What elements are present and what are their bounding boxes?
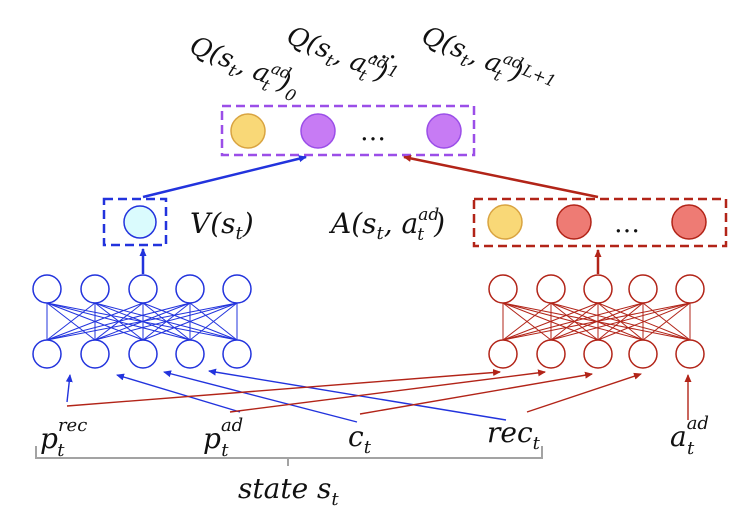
value-to-q-arrow xyxy=(142,155,307,199)
arrow-pad-to-red-net xyxy=(229,369,546,413)
advantage-label-close: ) xyxy=(433,207,445,240)
advantage-label-base: A(s xyxy=(328,207,377,240)
state-label-sub: t xyxy=(331,489,339,510)
input-label-pad-sub: t xyxy=(221,440,229,461)
q-node-0 xyxy=(230,113,266,149)
input-label-aad-sub: t xyxy=(687,438,695,459)
input-label-pad-sup: ad xyxy=(221,415,243,436)
advantage-net-edge-4-1 xyxy=(550,302,691,341)
value-label: V(st) xyxy=(190,207,254,244)
state-brace xyxy=(35,446,543,466)
q-labels: Q(st, aadt)0 Q(st, aadt)1 … Q(st, aadt)L… xyxy=(185,17,560,106)
advantage-box-ellipsis: … xyxy=(614,209,640,239)
advantage-box xyxy=(472,197,728,248)
value-net-top-node-1 xyxy=(80,274,110,304)
advantage-net-edge-4-3 xyxy=(642,302,691,341)
input-label-aad-base: a xyxy=(670,420,687,453)
arrow-rec-to-red-net xyxy=(526,372,642,413)
input-label-prec-sub: t xyxy=(57,440,65,461)
value-net-edge-4-2 xyxy=(142,302,238,341)
advantage-net-bottom-node-2 xyxy=(583,339,613,369)
advantage-net-edge-4-0 xyxy=(502,302,691,341)
advantage-net-bottom-node-4 xyxy=(675,339,705,369)
value-net-edge-2-0 xyxy=(46,302,144,341)
blue-input-arrows xyxy=(65,368,507,423)
value-net-bottom-node-4 xyxy=(222,339,252,369)
advantage-node-0 xyxy=(487,204,523,240)
advantage-net-edge-4-2 xyxy=(597,302,691,341)
value-net-edge-1-0 xyxy=(46,302,96,341)
input-label-pad-base: p xyxy=(203,422,221,455)
value-net-edge-4-3 xyxy=(189,302,238,341)
input-label-pad: pad t xyxy=(203,415,243,461)
arrow-c-to-red-net xyxy=(359,371,593,415)
input-label-c: ct xyxy=(348,420,372,458)
advantage-net-edge-1-0 xyxy=(502,302,552,341)
advantage-node-1 xyxy=(556,204,592,240)
advantage-net-bottom-node-0 xyxy=(488,339,518,369)
advantage-node-last xyxy=(671,204,707,240)
value-box xyxy=(102,197,168,247)
advantage-to-q-arrow xyxy=(403,154,599,199)
value-node xyxy=(123,205,157,239)
advantage-net-top-node-3 xyxy=(628,274,658,304)
value-network xyxy=(32,274,252,369)
advantage-label-mid: , a xyxy=(384,207,419,240)
advantage-net-bottom-node-3 xyxy=(628,339,658,369)
input-label-aad-sup: ad xyxy=(687,413,709,434)
input-label-prec: prec t xyxy=(40,415,87,461)
advantage-label-sub: t xyxy=(377,223,385,244)
arrow-c-to-blue-net xyxy=(163,370,358,423)
value-label-base: V(s xyxy=(190,207,236,240)
advantage-net-top-node-4 xyxy=(675,274,705,304)
input-label-rec: rect xyxy=(487,416,541,454)
red-input-arrows xyxy=(66,369,692,420)
q-node-1 xyxy=(300,113,336,149)
value-net-bottom-node-2 xyxy=(128,339,158,369)
advantage-net-bottom-node-1 xyxy=(536,339,566,369)
advantage-net-top-node-0 xyxy=(488,274,518,304)
input-label-c-base: c xyxy=(348,420,364,453)
advantage-label-sub2: t xyxy=(417,225,424,245)
state-label-base: state s xyxy=(238,472,331,505)
value-net-edge-3-0 xyxy=(46,302,191,341)
advantage-network xyxy=(488,274,705,369)
value-net-top-node-0 xyxy=(32,274,62,304)
q-output-box xyxy=(220,104,476,157)
value-net-bottom-node-0 xyxy=(32,339,62,369)
value-net-top-node-3 xyxy=(175,274,205,304)
q-label-ellipsis: … xyxy=(371,35,397,65)
input-label-prec-base: p xyxy=(40,422,58,455)
value-net-top-node-4 xyxy=(222,274,252,304)
arrow-prec-to-blue-net xyxy=(65,374,73,403)
q-label-2: Q(st, aadt)L+1 xyxy=(416,17,560,105)
arrow-pad-to-blue-net xyxy=(116,373,241,413)
q-box-ellipsis: … xyxy=(360,117,386,147)
advantage-net-edge-2-0 xyxy=(502,302,599,341)
input-label-prec-sup: rec xyxy=(58,415,87,436)
advantage-net-edge-3-0 xyxy=(502,302,644,341)
input-label-aad: aad t xyxy=(670,413,709,459)
input-label-rec-sub: t xyxy=(533,433,541,454)
value-label-sub: t xyxy=(236,223,244,244)
input-label-c-sub: t xyxy=(364,437,372,458)
value-net-bottom-node-3 xyxy=(175,339,205,369)
value-net-edge-4-1 xyxy=(94,302,238,341)
value-net-edge-4-0 xyxy=(46,302,238,341)
advantage-label-sup: ad xyxy=(418,205,439,225)
q-label-2-idx: L+1 xyxy=(519,60,559,91)
q-node-last xyxy=(426,113,462,149)
input-label-rec-base: rec xyxy=(487,416,533,449)
value-label-close: ) xyxy=(242,207,254,240)
value-net-top-node-2 xyxy=(128,274,158,304)
advantage-net-top-node-2 xyxy=(583,274,613,304)
state-label: state st xyxy=(238,472,339,510)
value-net-bottom-node-1 xyxy=(80,339,110,369)
arrow-prec-to-red-net xyxy=(66,369,501,407)
advantage-net-top-node-1 xyxy=(536,274,566,304)
